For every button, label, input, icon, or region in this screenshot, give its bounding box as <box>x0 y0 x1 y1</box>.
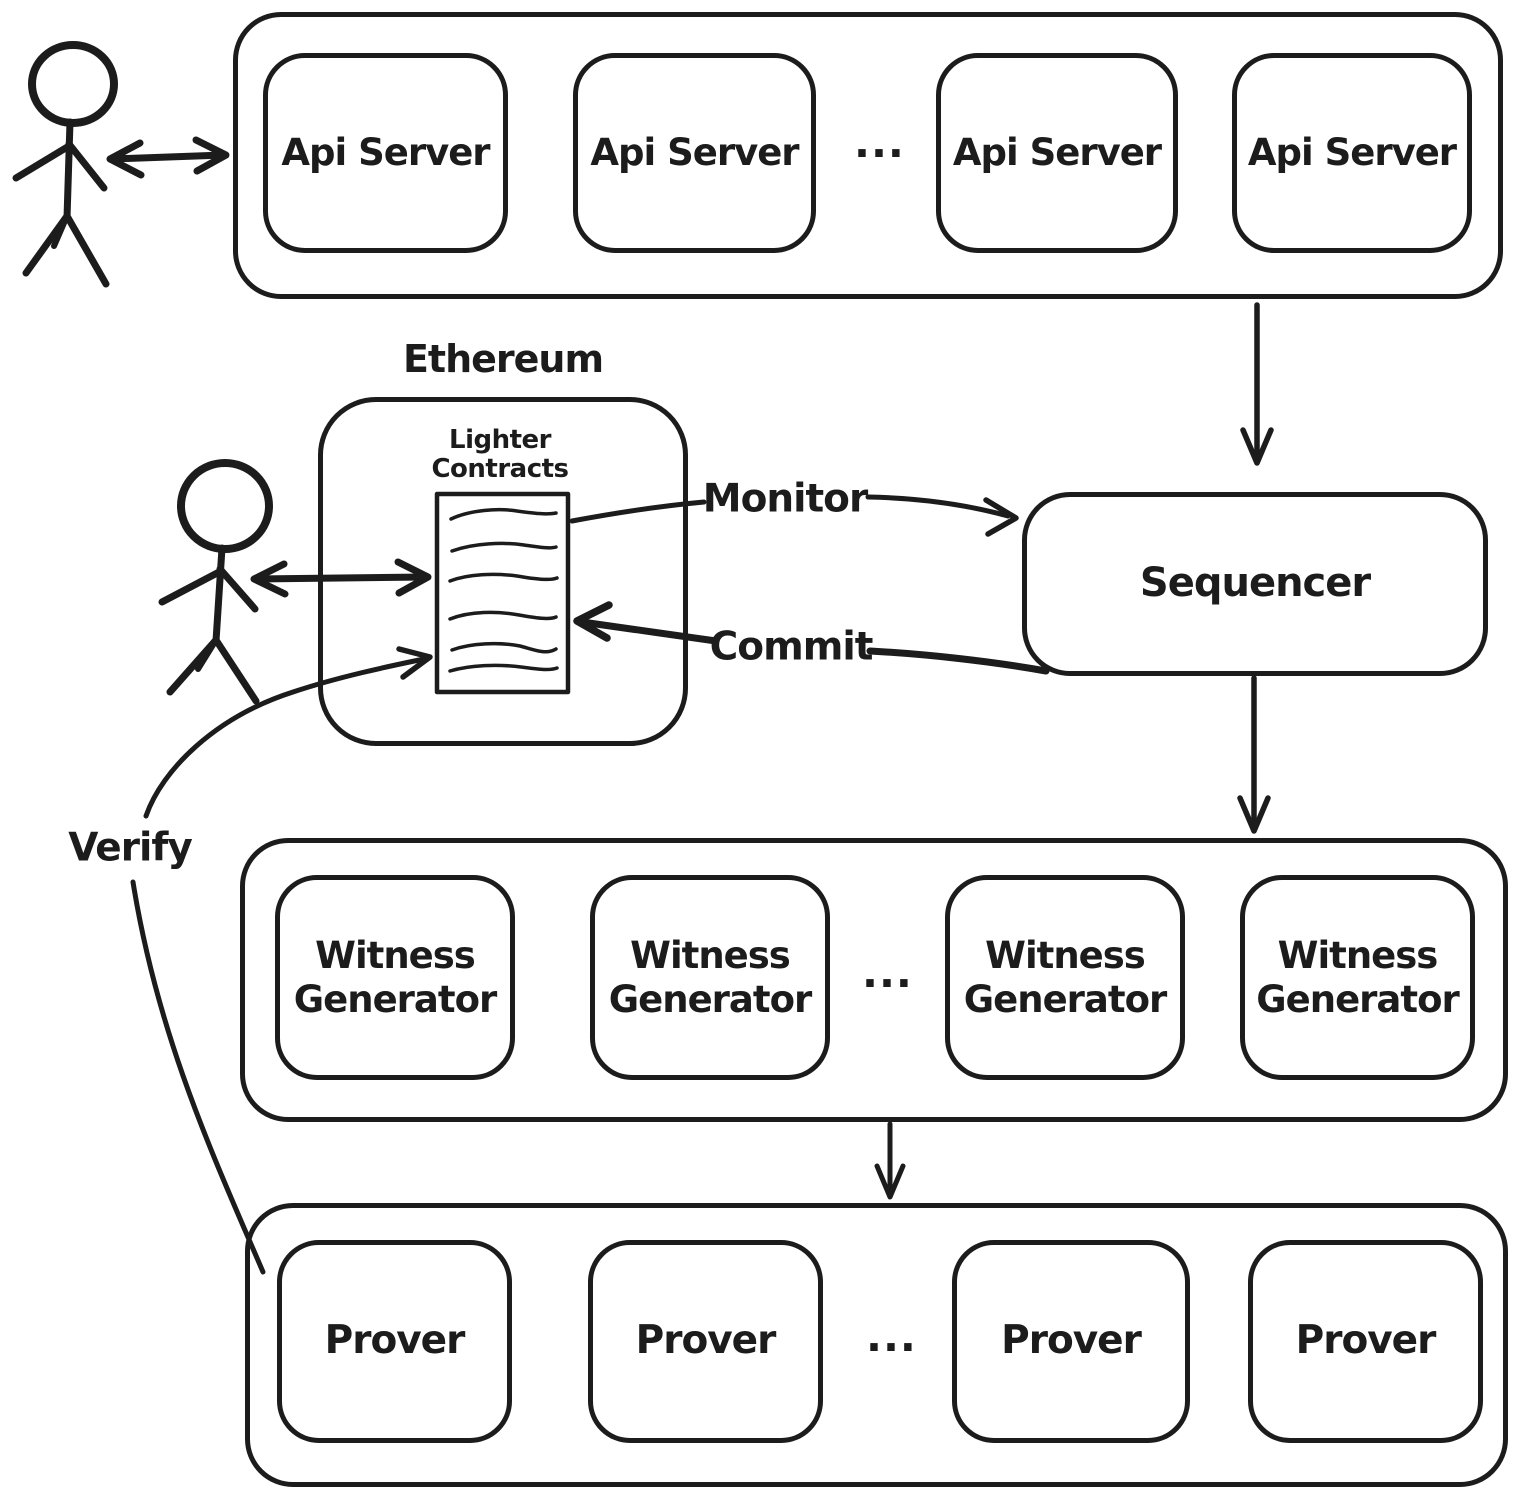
arrow-sequencer-to-witness <box>1237 675 1271 834</box>
prover-box: Prover <box>277 1240 512 1443</box>
api-server-label: Api Server <box>590 131 799 175</box>
witness-generator-box: Witness Generator <box>275 875 515 1080</box>
prover-label: Prover <box>1001 1318 1142 1364</box>
verify-label: Verify <box>68 825 192 871</box>
commit-label: Commit <box>709 624 874 670</box>
prover-label: Prover <box>635 1318 777 1364</box>
api-server-box: Api Server <box>573 53 816 253</box>
arrow-api-to-sequencer <box>1240 302 1274 466</box>
sequencer-box: Sequencer <box>1022 492 1488 676</box>
api-server-box: Api Server <box>263 53 508 253</box>
api-row-ellipsis: ... <box>854 118 905 167</box>
api-server-box: Api Server <box>936 53 1178 253</box>
witness-generator-box: Witness Generator <box>1240 875 1475 1080</box>
api-server-label: Api Server <box>1247 131 1457 175</box>
prover-label: Prover <box>1295 1318 1437 1364</box>
witness-generator-label: Witness Generator <box>1256 933 1459 1021</box>
prover-row-ellipsis: ... <box>866 1312 917 1361</box>
witness-generator-box: Witness Generator <box>945 875 1185 1080</box>
prover-box: Prover <box>588 1240 823 1443</box>
api-server-label: Api Server <box>281 131 490 175</box>
witness-row-ellipsis: ... <box>862 948 913 997</box>
lighter-contracts-label: Lighter Contracts <box>431 424 569 484</box>
prover-label: Prover <box>324 1318 466 1364</box>
witness-generator-label: Witness Generator <box>293 933 497 1021</box>
witness-generator-label: Witness Generator <box>963 933 1167 1021</box>
person-icon <box>12 41 118 288</box>
monitor-label: Monitor <box>702 476 868 522</box>
witness-generator-box: Witness Generator <box>590 875 830 1080</box>
prover-box: Prover <box>952 1240 1190 1443</box>
sequencer-label: Sequencer <box>1139 560 1371 607</box>
prover-box: Prover <box>1248 1240 1483 1443</box>
person-icon <box>158 459 273 705</box>
api-server-box: Api Server <box>1232 53 1472 253</box>
witness-generator-label: Witness Generator <box>608 933 812 1021</box>
arrow-user-api <box>106 136 230 179</box>
arrow-witness-to-prover <box>874 1121 906 1200</box>
ethereum-title: Ethereum <box>402 337 604 381</box>
api-server-label: Api Server <box>952 131 1162 175</box>
